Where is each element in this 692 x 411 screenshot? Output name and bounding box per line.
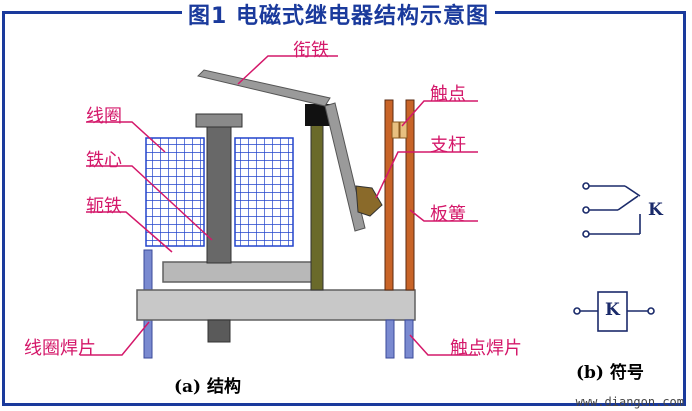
spring-plate-left [384, 99, 394, 291]
coil-right [234, 137, 294, 247]
iron-core-cap [195, 113, 243, 128]
push-tip [355, 185, 383, 217]
figure-title: 图1 电磁式继电器结构示意图 [182, 0, 495, 30]
leader-armature [237, 55, 338, 85]
leader-core [86, 165, 213, 241]
iron-core [206, 124, 232, 264]
leader-contact [401, 100, 478, 127]
symbol-letter-contact: K [648, 200, 663, 220]
caption-symbol: (b) 符号 [576, 363, 644, 383]
leader-contact-solder [409, 334, 478, 356]
contact-point-left [391, 121, 400, 139]
spring-plate-right [405, 99, 415, 291]
label-spring-plate: 板簧 [430, 204, 466, 225]
label-core: 铁心 [86, 150, 122, 171]
leader-spring [409, 209, 478, 222]
contact-solder-post-1 [385, 319, 395, 359]
label-coil: 线圈 [86, 106, 122, 127]
label-contact-solder: 触点焊片 [450, 338, 522, 359]
leader-coil [86, 121, 166, 153]
label-support: 支杆 [430, 135, 466, 156]
leader-lines [80, 55, 478, 356]
symbol-letter-coil: K [605, 300, 620, 320]
label-contact: 触点 [430, 84, 466, 105]
leader-yoke [86, 211, 173, 253]
contact-solder-post-2 [404, 319, 414, 359]
armature-vertical [324, 102, 366, 232]
armature-horizontal [197, 69, 331, 107]
leader-support [375, 151, 478, 199]
watermark: www.diangon.com [575, 395, 684, 409]
coil-left [145, 137, 205, 247]
core-bottom [207, 319, 231, 343]
caption-structure: (a) 结构 [174, 377, 242, 397]
coil-symbol [573, 291, 655, 332]
pivot-block [305, 104, 331, 126]
armature-support-post [310, 124, 324, 291]
label-coil-solder: 线圈焊片 [24, 338, 96, 359]
yoke [162, 261, 314, 283]
base-plate [136, 289, 416, 321]
contact-point-right [399, 121, 408, 139]
label-armature: 衔铁 [293, 40, 329, 61]
contact-symbol [582, 182, 641, 238]
label-yoke: 轭铁 [86, 196, 122, 217]
leader-coil-solder [80, 321, 150, 356]
